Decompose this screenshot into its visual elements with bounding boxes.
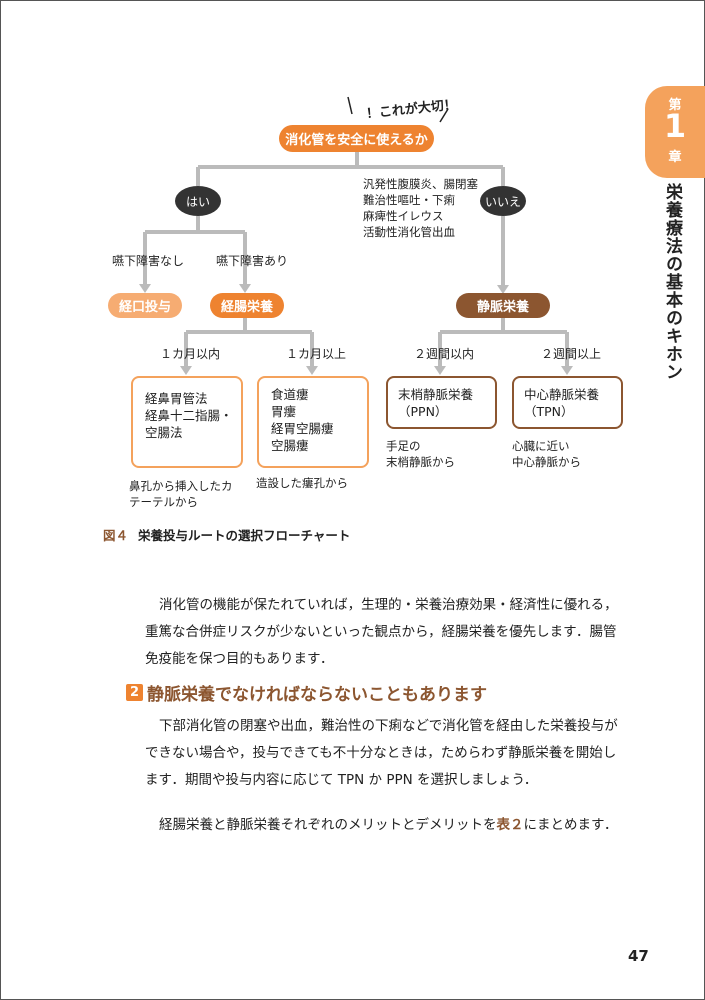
table-reference-link[interactable]: 表２ bbox=[496, 817, 524, 833]
note-line: 心臓に近い bbox=[512, 439, 570, 453]
ppn-box: 末梢静脈栄養 （PPN） bbox=[386, 376, 497, 429]
callout-tick-left bbox=[347, 96, 353, 115]
figure-number: 図４ bbox=[103, 528, 129, 543]
paragraph-line: 免疫能を保つ目的もあります． bbox=[145, 651, 334, 667]
yes-node: はい bbox=[175, 186, 221, 216]
route-item: （PPN） bbox=[398, 404, 448, 419]
route-item: （TPN） bbox=[524, 404, 574, 419]
note-line: 末梢静脈から bbox=[386, 455, 455, 469]
tpn-box: 中心静脈栄養 （TPN） bbox=[512, 376, 623, 429]
note-line: テーテルから bbox=[129, 495, 198, 509]
route-item: 食道瘻 bbox=[271, 387, 309, 402]
label-within-1m: １カ月以内 bbox=[160, 347, 221, 361]
route-item: 末梢静脈栄養 bbox=[398, 387, 474, 402]
chapter-tab: 第 1 章 bbox=[645, 86, 705, 178]
section-heading: 2 静脈栄養でなければならないこともあります bbox=[126, 680, 487, 705]
ostomy-note: 造設した瘻孔から bbox=[256, 475, 348, 491]
flowchart-connectors bbox=[139, 96, 573, 375]
section-number-badge: 2 bbox=[126, 684, 143, 701]
parenteral-node: 静脈栄養 bbox=[456, 293, 550, 318]
note-line: 中心静脈から bbox=[512, 455, 581, 469]
figure-caption-text: 栄養投与ルートの選択フローチャート bbox=[138, 528, 351, 543]
route-item: 経鼻十二指腸・ bbox=[145, 408, 233, 423]
paragraph-line: 経腸栄養と静脈栄養それぞれのメリットとデメリットを表２にまとめます． bbox=[145, 812, 617, 839]
paragraph-3-before: 経腸栄養と静脈栄養それぞれのメリットとデメリットを bbox=[159, 817, 497, 833]
nasal-note: 鼻孔から挿入したカ テーテルから bbox=[129, 478, 233, 510]
paragraph-1: 消化管の機能が保たれていれば，生理的・栄養治療効果・経済性に優れる， 重篤な合併… bbox=[145, 592, 618, 673]
route-item: 空腸瘻 bbox=[271, 438, 309, 453]
paragraph-line: ます．期間や投与内容に応じて TPN か PPN を選択しましょう． bbox=[145, 772, 538, 788]
label-over-2w: ２週間以上 bbox=[541, 347, 602, 361]
figure-caption: 図４ 栄養投与ルートの選択フローチャート bbox=[103, 525, 350, 544]
nasal-route-box: 経鼻胃管法 経鼻十二指腸・ 空腸法 bbox=[131, 376, 243, 468]
paragraph-3: 経腸栄養と静脈栄養それぞれのメリットとデメリットを表２にまとめます． bbox=[145, 812, 617, 839]
note-line: 手足の bbox=[386, 439, 421, 453]
paragraph-line: できない場合や，投与できても不十分なときは，ためらわず静脈栄養を開始し bbox=[145, 745, 617, 761]
paragraph-2: 下部消化管の閉塞や出血，難治性の下痢などで消化管を経由した栄養投与が できない場… bbox=[145, 713, 618, 794]
route-item: 空腸法 bbox=[145, 425, 183, 440]
chapter-number: 1 bbox=[663, 107, 687, 145]
label-dysphagia: 嚥下障害あり bbox=[216, 254, 289, 268]
contraindication-item: 活動性消化管出血 bbox=[363, 225, 455, 239]
no-node: いいえ bbox=[480, 186, 526, 216]
tpn-note: 心臓に近い 中心静脈から bbox=[512, 438, 581, 470]
paragraph-line: 消化管の機能が保たれていれば，生理的・栄養治療効果・経済性に優れる， bbox=[159, 597, 618, 613]
paragraph-line: 下部消化管の閉塞や出血，難治性の下痢などで消化管を経由した栄養投与が bbox=[159, 718, 618, 734]
contraindication-list: 汎発性腹膜炎、腸閉塞 難治性嘔吐・下痢 麻痺性イレウス 活動性消化管出血 bbox=[363, 176, 478, 240]
route-item: 胃瘻 bbox=[271, 404, 297, 419]
label-within-2w: ２週間以内 bbox=[414, 347, 475, 361]
note-line: 鼻孔から挿入したカ bbox=[129, 479, 233, 493]
chapter-prefix: 第 bbox=[668, 98, 682, 113]
label-no-dysphagia: 嚥下障害なし bbox=[112, 254, 185, 268]
contraindication-item: 汎発性腹膜炎、腸閉塞 bbox=[363, 177, 478, 191]
contraindication-item: 麻痺性イレウス bbox=[363, 209, 444, 223]
label-over-1m: １カ月以上 bbox=[286, 347, 347, 361]
ppn-note: 手足の 末梢静脈から bbox=[386, 438, 455, 470]
callout-tick-right bbox=[439, 108, 449, 123]
chapter-suffix: 章 bbox=[668, 150, 682, 165]
note-line: 造設した瘻孔から bbox=[256, 476, 348, 490]
oral-node: 経口投与 bbox=[108, 293, 182, 318]
paragraph-line: 重篤な合併症リスクが少ないといった観点から，経腸栄養を優先します．腸管 bbox=[145, 624, 617, 640]
route-item: 中心静脈栄養 bbox=[524, 387, 600, 402]
enteral-node: 経腸栄養 bbox=[210, 293, 284, 318]
route-item: 経胃空腸瘻 bbox=[271, 421, 334, 436]
section-title: 静脈栄養でなければならないこともあります bbox=[147, 685, 487, 705]
chapter-title: 栄養療法の基本のキホン bbox=[662, 183, 682, 381]
paragraph-3-after: にまとめます． bbox=[523, 817, 618, 833]
route-item: 経鼻胃管法 bbox=[145, 391, 208, 406]
contraindication-item: 難治性嘔吐・下痢 bbox=[363, 193, 455, 207]
ostomy-route-box: 食道瘻 胃瘻 経胃空腸瘻 空腸瘻 bbox=[257, 376, 369, 468]
page-number: 47 bbox=[628, 947, 649, 965]
root-question: 消化管を安全に使えるか bbox=[279, 125, 434, 152]
